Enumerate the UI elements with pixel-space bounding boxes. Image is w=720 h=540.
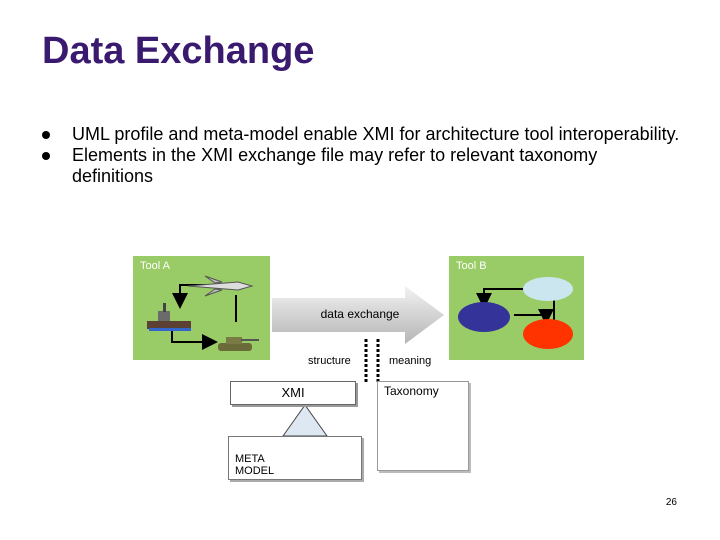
meta-model-box: META MODEL: [228, 436, 362, 480]
data-exchange-label: data exchange: [300, 307, 420, 321]
taxonomy-document: Taxonomy: [377, 381, 469, 471]
meta-model-label-line1: META: [235, 453, 274, 465]
meta-model-label-line2: MODEL: [235, 465, 274, 477]
dashed-connectors: [366, 339, 378, 382]
ship-icon: [147, 303, 191, 331]
meaning-label: meaning: [389, 355, 431, 367]
meta-model-label: META MODEL: [235, 453, 274, 477]
jet-icon: [188, 276, 252, 296]
structure-label: structure: [308, 355, 351, 367]
meta-to-xmi-arrow: [283, 405, 327, 436]
xmi-label: XMI: [281, 385, 304, 400]
tank-icon: [218, 337, 259, 351]
red-node: [523, 319, 573, 349]
taxonomy-label: Taxonomy: [384, 384, 439, 398]
blue-node: [458, 302, 510, 332]
page-number: 26: [666, 497, 677, 508]
tool-a-flow-lines: [172, 285, 236, 342]
xmi-box: XMI: [230, 381, 356, 405]
light-blue-node: [523, 277, 573, 301]
